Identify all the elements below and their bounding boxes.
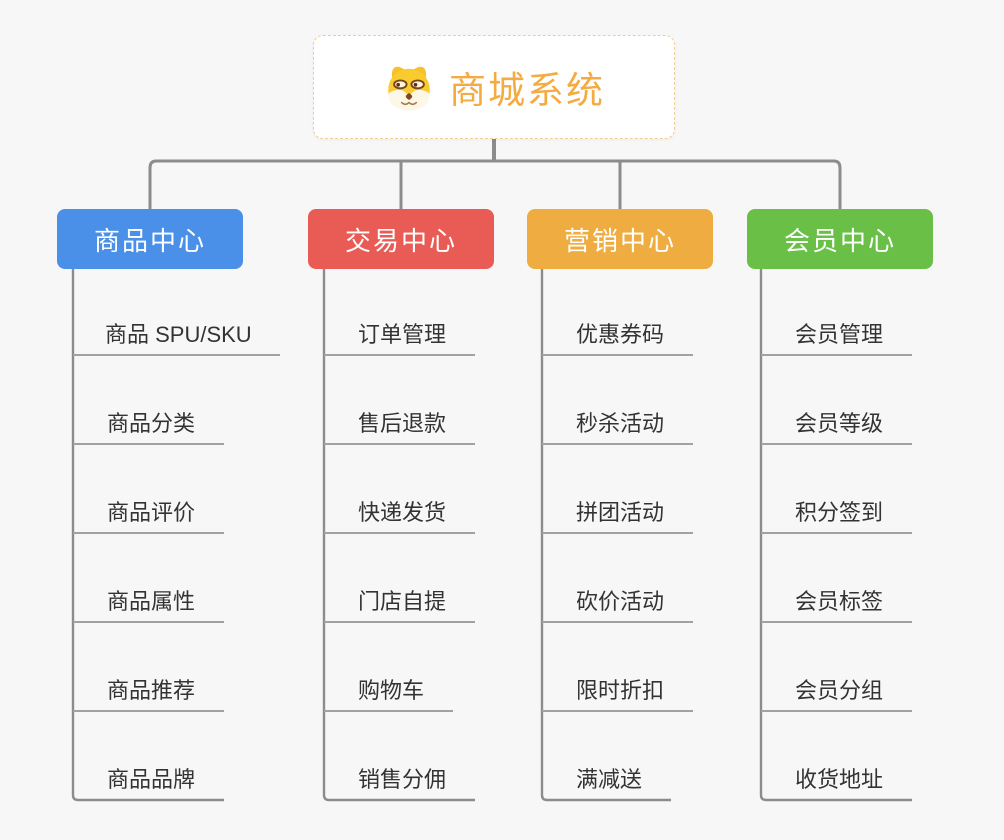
leaf-node[interactable]: 砍价活动	[576, 589, 665, 614]
leaf-node[interactable]: 会员标签	[795, 589, 884, 614]
leaf-node[interactable]: 快递发货	[358, 500, 447, 525]
leaf-node[interactable]: 积分签到	[795, 500, 884, 525]
leaf-node[interactable]: 会员等级	[795, 411, 884, 436]
leaf-node[interactable]: 售后退款	[358, 411, 447, 436]
leaf-node[interactable]: 会员管理	[795, 322, 884, 347]
branch-label: 商品中心	[93, 225, 206, 256]
root-node[interactable]: 商城系统	[313, 35, 675, 139]
leaf-node[interactable]: 商品品牌	[107, 767, 196, 792]
leaf-node[interactable]: 门店自提	[358, 589, 447, 614]
leaf-node[interactable]: 商品推荐	[107, 678, 196, 703]
branch-node-marketing[interactable]: 营销中心	[527, 209, 713, 269]
leaf-node[interactable]: 会员分组	[795, 678, 884, 703]
leaf-node[interactable]: 收货地址	[795, 767, 884, 792]
branch-label: 营销中心	[563, 225, 676, 256]
leaf-node[interactable]: 商品评价	[107, 500, 196, 525]
branch-node-trade[interactable]: 交易中心	[308, 209, 494, 269]
root-trunk-connector	[148, 138, 842, 209]
branch-label: 交易中心	[344, 225, 457, 256]
leaf-node[interactable]: 秒杀活动	[576, 411, 665, 436]
leaf-node[interactable]: 商品属性	[107, 589, 196, 614]
leaf-node[interactable]: 购物车	[358, 678, 425, 703]
leaf-node[interactable]: 订单管理	[358, 322, 447, 347]
leaf-node[interactable]: 满减送	[576, 767, 643, 792]
branch-node-member[interactable]: 会员中心	[747, 209, 933, 269]
leaf-node[interactable]: 销售分佣	[358, 767, 447, 792]
leaf-node[interactable]: 商品分类	[107, 411, 196, 436]
root-node-title: 商城系统	[449, 70, 605, 111]
leaf-node[interactable]: 商品 SPU/SKU	[105, 322, 252, 347]
doge-icon	[388, 66, 430, 111]
leaf-node[interactable]: 限时折扣	[576, 678, 665, 703]
leaf-node[interactable]: 拼团活动	[576, 500, 665, 525]
leaf-node[interactable]: 优惠券码	[576, 322, 665, 347]
branch-label: 会员中心	[783, 225, 896, 256]
branch-node-goods[interactable]: 商品中心	[57, 209, 243, 269]
